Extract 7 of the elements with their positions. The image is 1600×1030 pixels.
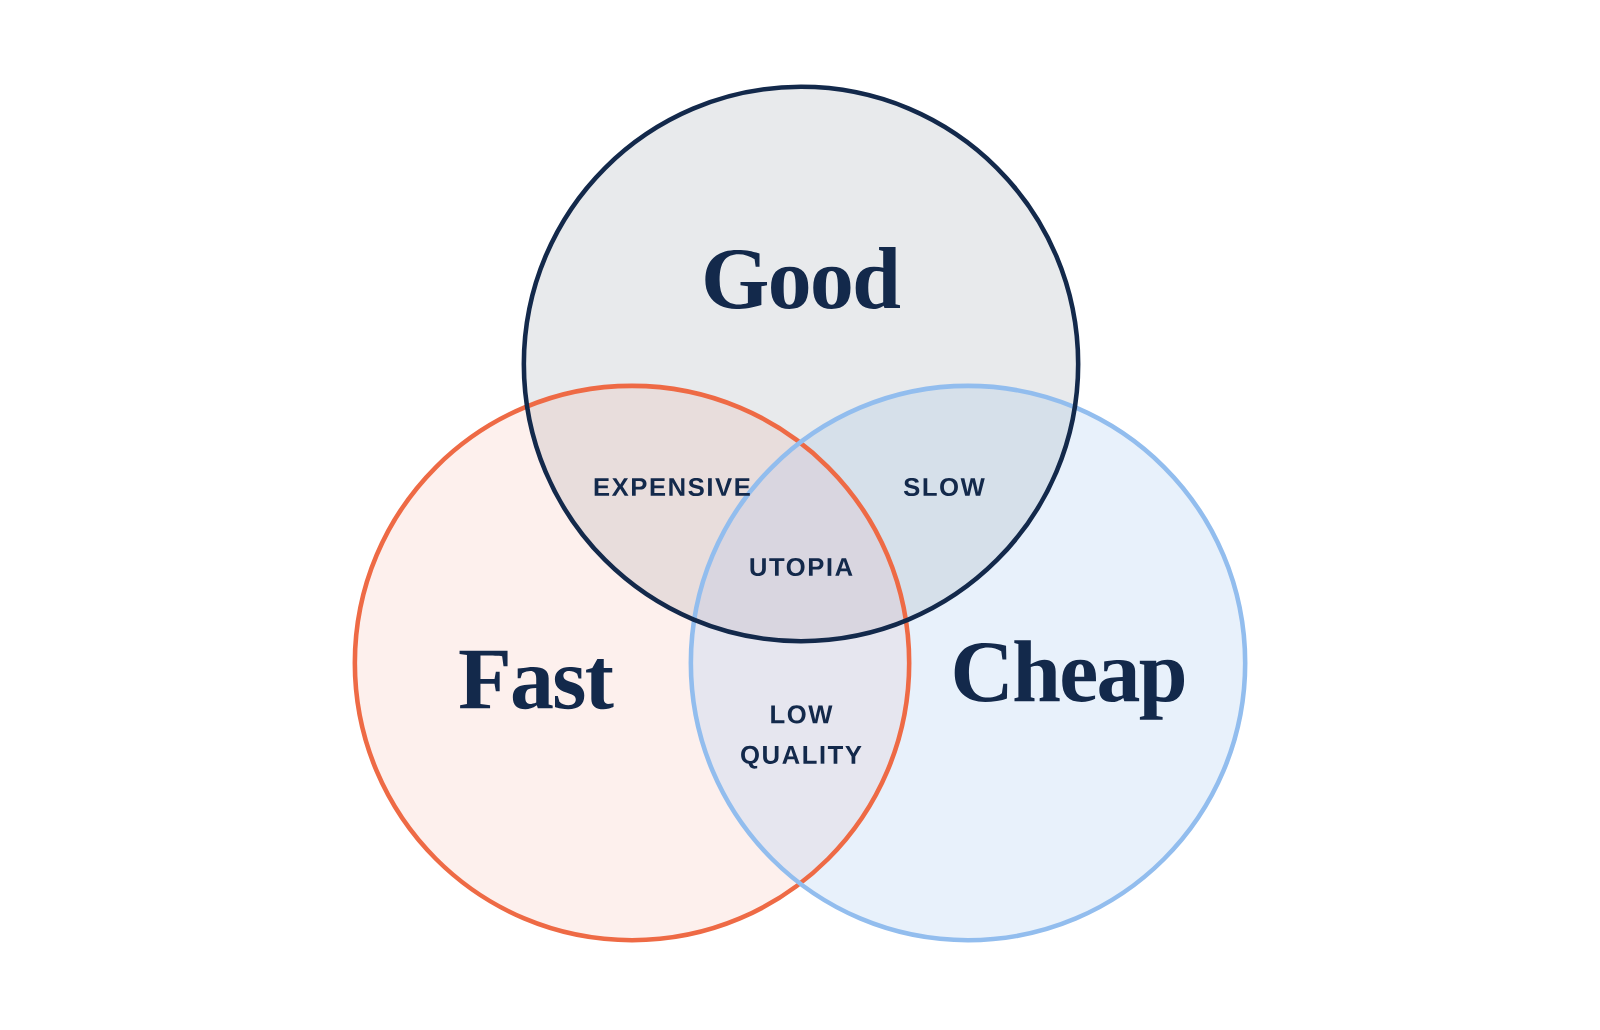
- circle-title: Good: [705, 247, 900, 309]
- circle-title: Fast: [459, 650, 614, 710]
- region-label: UTOPIA: [750, 557, 853, 577]
- region-label: SLOW: [903, 477, 985, 497]
- region-label: LOW QUALITY: [741, 705, 862, 769]
- circle-title: Cheap: [954, 640, 1185, 720]
- region-label: EXPENSIVE: [594, 477, 750, 497]
